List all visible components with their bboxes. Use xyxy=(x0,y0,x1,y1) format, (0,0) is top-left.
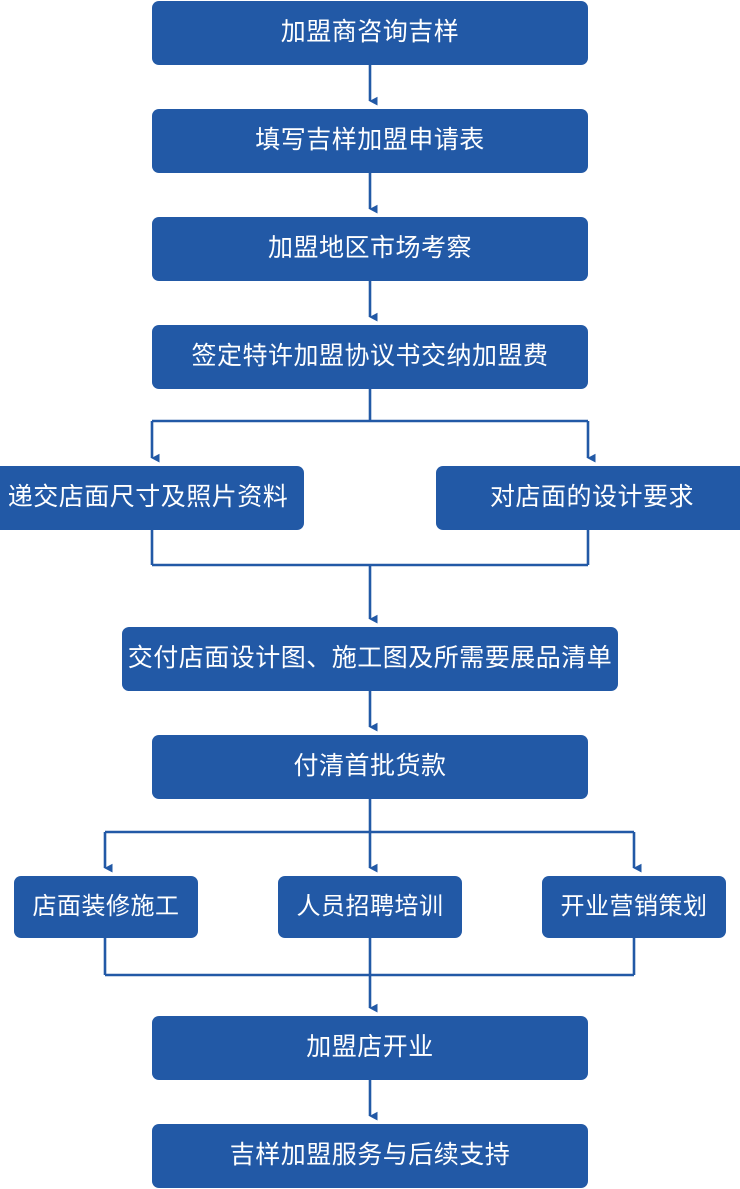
flow-node-label: 人员招聘培训 xyxy=(296,892,444,920)
flow-node-label: 加盟店开业 xyxy=(306,1033,434,1062)
flow-node-submit-store-data[interactable]: 递交店面尺寸及照片资料 xyxy=(0,466,304,530)
flow-node-label: 店面装修施工 xyxy=(32,892,180,920)
flow-node-deliver-drawings[interactable]: 交付店面设计图、施工图及所需要展品清单 xyxy=(122,627,618,691)
flow-node-staff-recruitment[interactable]: 人员招聘培训 xyxy=(278,876,462,938)
flow-node-ongoing-support[interactable]: 吉样加盟服务与后续支持 xyxy=(152,1124,588,1188)
flow-node-label: 签定特许加盟协议书交纳加盟费 xyxy=(191,342,549,371)
flow-node-store-construction[interactable]: 店面装修施工 xyxy=(14,876,198,938)
flow-node-market-survey[interactable]: 加盟地区市场考察 xyxy=(152,217,588,281)
flow-node-opening-marketing[interactable]: 开业营销策划 xyxy=(542,876,726,938)
flow-node-label: 吉样加盟服务与后续支持 xyxy=(229,1141,511,1170)
flow-node-label: 付清首批货款 xyxy=(293,752,447,781)
flow-node-consult[interactable]: 加盟商咨询吉样 xyxy=(152,1,588,65)
flow-node-application-form[interactable]: 填写吉样加盟申请表 xyxy=(152,109,588,173)
flow-node-sign-agreement[interactable]: 签定特许加盟协议书交纳加盟费 xyxy=(152,325,588,389)
flow-node-label: 加盟地区市场考察 xyxy=(267,234,472,263)
flow-node-label: 交付店面设计图、施工图及所需要展品清单 xyxy=(127,644,613,673)
flow-node-pay-first-order[interactable]: 付清首批货款 xyxy=(152,735,588,799)
flow-node-label: 递交店面尺寸及照片资料 xyxy=(7,483,289,512)
flow-node-label: 开业营销策划 xyxy=(560,892,708,920)
flow-node-design-requirements[interactable]: 对店面的设计要求 xyxy=(436,466,740,530)
flow-node-label: 加盟商咨询吉样 xyxy=(280,18,460,47)
flow-node-store-opening[interactable]: 加盟店开业 xyxy=(152,1016,588,1080)
flow-node-label: 填写吉样加盟申请表 xyxy=(255,126,485,155)
flow-node-label: 对店面的设计要求 xyxy=(489,483,694,512)
